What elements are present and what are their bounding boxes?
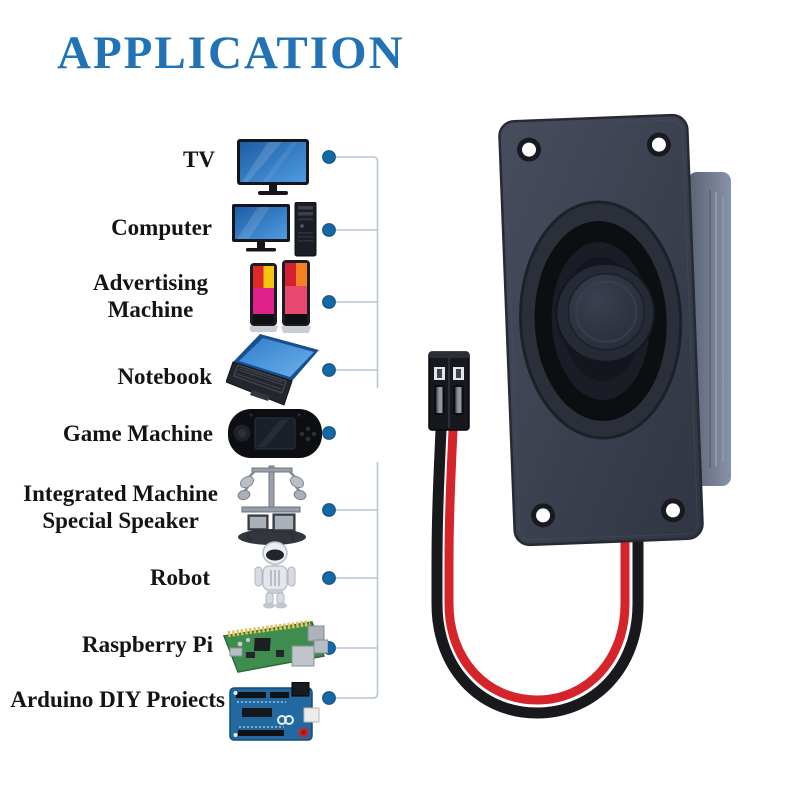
monitor-screen	[235, 207, 287, 239]
screw-hole	[660, 498, 685, 523]
screw-hole	[517, 137, 542, 162]
raspberry-pi-icon	[218, 620, 328, 676]
lamp	[237, 489, 251, 501]
pin-header	[238, 730, 284, 736]
pin-header	[270, 692, 289, 698]
robot-leg	[276, 592, 285, 605]
notebook-screen	[239, 338, 314, 377]
gpio-header	[227, 620, 311, 637]
label-raspberry-pi: Raspberry Pi	[82, 632, 213, 657]
speaker-cone	[519, 200, 683, 440]
label-robot: Robot	[149, 565, 210, 590]
kiosk-right	[281, 260, 311, 333]
connector-dot	[322, 150, 336, 164]
screw-hole	[646, 132, 671, 157]
bracket-lines	[336, 156, 379, 699]
notebook-base	[226, 361, 293, 406]
crimp-contact	[455, 387, 462, 413]
bracket-top	[336, 156, 379, 388]
page-title: APPLICATION	[57, 27, 405, 79]
red-wire	[444, 429, 630, 705]
connector-dots	[322, 150, 336, 705]
robot-icon	[246, 540, 304, 610]
black-wire	[431, 429, 644, 719]
robot-leg	[265, 592, 274, 605]
lamp	[239, 475, 255, 489]
bracket-bottom	[336, 462, 379, 699]
label-arduino-diy: Arduino DIY Proiects	[10, 687, 225, 712]
mcu-chip	[242, 708, 272, 717]
dust-cap-dome	[567, 273, 646, 351]
speaker-wires	[431, 429, 644, 719]
arduino-icon	[228, 682, 320, 744]
ethernet-port	[291, 645, 315, 667]
usb-port	[313, 639, 328, 654]
label-advertising-machine: Advertising Machine	[93, 270, 208, 322]
robot-visor	[266, 549, 284, 561]
pc-tower	[294, 202, 317, 257]
connector-dot	[322, 691, 336, 705]
tv-icon	[236, 138, 310, 196]
crimp-contact	[436, 387, 443, 413]
game-machine-icon	[228, 406, 322, 462]
wire-connector	[428, 351, 470, 431]
pin-header	[236, 692, 266, 698]
screw-hole	[531, 503, 556, 528]
connector-dot	[322, 503, 336, 517]
tv-screen	[240, 142, 306, 182]
kiosk-left	[249, 263, 278, 332]
label-tv: TV	[183, 147, 215, 172]
connector-dot	[322, 223, 336, 237]
microusb-port	[229, 647, 243, 657]
speaker-faceplate	[498, 113, 704, 547]
computer-icon	[232, 202, 320, 260]
connector-dot	[322, 571, 336, 585]
advertising-machine-icon	[249, 260, 311, 338]
connector-dot	[322, 295, 336, 309]
usb-port	[307, 625, 325, 642]
label-computer: Computer	[111, 215, 212, 240]
usb-b-port	[291, 682, 310, 697]
label-game-machine: Game Machine	[62, 421, 213, 446]
pi-chip	[253, 638, 271, 651]
notebook-icon	[226, 334, 322, 408]
lamp	[289, 475, 305, 489]
infinity-logo	[284, 715, 294, 725]
label-notebook: Notebook	[117, 364, 212, 389]
robot-arm	[287, 566, 296, 587]
robot-arm	[254, 566, 263, 587]
speaker-photo	[428, 113, 731, 719]
label-integrated-machine: Integrated Machine Special Speaker	[23, 481, 218, 533]
white-usb-port	[303, 707, 320, 723]
connector-dot	[322, 426, 336, 440]
integrated-machine-icon	[236, 458, 308, 546]
handheld-screen	[254, 417, 296, 450]
lamp	[293, 489, 307, 501]
connector-dot	[322, 363, 336, 377]
